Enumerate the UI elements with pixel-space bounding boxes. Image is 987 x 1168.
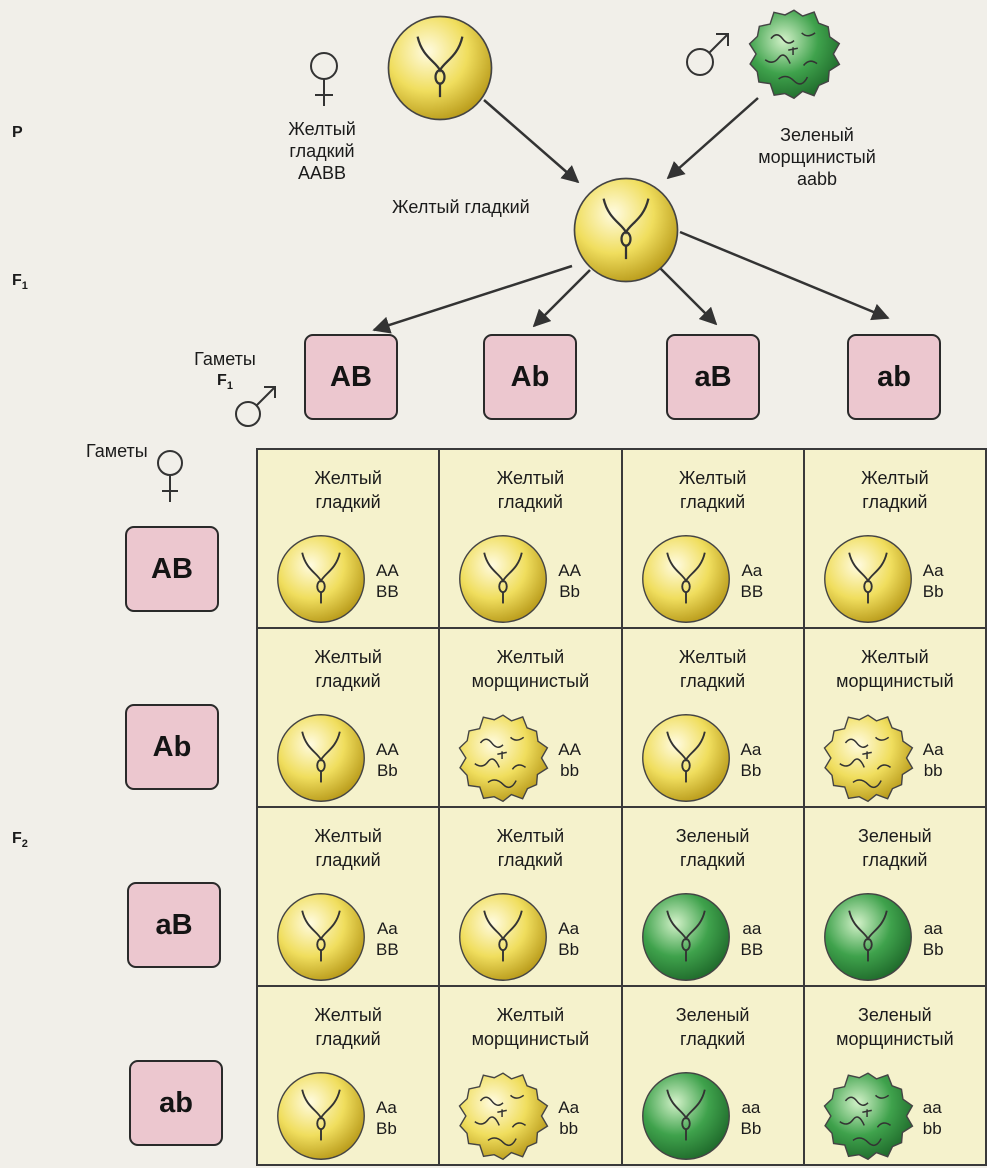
pea-seed-yellow-smooth <box>274 532 368 631</box>
cell-genotype: aa Bb <box>922 919 944 959</box>
pea-seed-green-smooth <box>639 1069 733 1168</box>
pea-seed-green-smooth <box>639 890 733 989</box>
male-gamete-aB: aB <box>666 334 760 420</box>
pea-seed-yellow-smooth <box>639 532 733 631</box>
cell-genotype: Aa bb <box>922 740 944 780</box>
pea-seed-yellow-smooth <box>274 890 368 989</box>
female-gamete-ab: ab <box>129 1060 223 1146</box>
arrow-f1-to-gamete-AB <box>372 264 573 334</box>
punnett-cell: Желтый гладкий Aa BB <box>258 808 441 989</box>
arrow-f1-to-gamete-aB <box>659 267 718 326</box>
cell-genotype: Aa Bb <box>376 1098 397 1138</box>
cell-genotype: AA Bb <box>376 740 399 780</box>
female-gamete-AB: AB <box>125 526 219 612</box>
cell-phenotype: Желтый гладкий <box>496 826 565 870</box>
arrow-male-to-f1 <box>666 97 759 180</box>
pea-seed-yellow-wrinkled <box>456 1069 550 1168</box>
cell-phenotype: Зеленый гладкий <box>858 826 932 870</box>
punnett-cell: Желтый гладкий Aa Bb <box>622 629 805 810</box>
cell-phenotype: Зеленый морщинистый <box>836 1005 954 1049</box>
cell-genotype: Aa bb <box>558 1098 580 1138</box>
generation-f2-label: F2 <box>12 830 28 851</box>
cell-genotype: AA BB <box>376 561 399 601</box>
pea-seed-green-wrinkled <box>821 1069 915 1168</box>
pea-seed-green-smooth <box>821 890 915 989</box>
pea-seed-yellow-smooth <box>274 711 368 810</box>
cell-phenotype: Желтый гладкий <box>314 826 382 870</box>
pea-seed-yellow-wrinkled <box>456 711 550 810</box>
cell-phenotype: Желтый морщинистый <box>836 647 954 691</box>
male-gamete-AB: AB <box>304 334 398 420</box>
cell-phenotype: Желтый гладкий <box>496 468 565 512</box>
female-gametes-label: Гаметы <box>86 441 148 461</box>
female-gamete-Ab: Ab <box>125 704 219 790</box>
female-gamete-symbol-icon <box>157 450 183 502</box>
cell-genotype: aa BB <box>740 919 764 959</box>
generation-p-label: P <box>12 124 23 141</box>
punnett-cell: Желтый гладкий AA BB <box>258 450 441 631</box>
cell-genotype: Aa Bb <box>740 740 762 780</box>
pea-seed-yellow-smooth <box>821 532 915 631</box>
generation-f1-label: F1 <box>12 272 28 293</box>
male-parent-seed <box>746 6 842 107</box>
male-gametes-label: Гаметы F1 <box>194 349 256 393</box>
punnett-cell: Зеленый гладкий aa Bb <box>804 808 987 989</box>
cell-genotype: Aa BB <box>740 561 764 601</box>
female-symbol-icon <box>310 52 338 106</box>
cell-phenotype: Желтый гладкий <box>314 468 382 512</box>
cell-phenotype: Желтый морщинистый <box>471 647 590 691</box>
f1-phenotype-label: Желтый гладкий <box>392 197 530 217</box>
arrow-female-to-f1 <box>483 99 580 184</box>
punnett-cell: Зеленый гладкий aa BB <box>622 808 805 989</box>
cell-genotype: Aa Bb <box>558 919 580 959</box>
pea-seed-yellow-smooth <box>639 711 733 810</box>
male-gamete-ab: ab <box>847 334 941 420</box>
punnett-cell: Желтый гладкий Aa Bb <box>804 450 987 631</box>
cell-phenotype: Желтый гладкий <box>314 647 382 691</box>
punnett-cell: Желтый гладкий Aa Bb <box>258 987 441 1168</box>
cell-phenotype: Желтый гладкий <box>861 468 929 512</box>
pea-seed-yellow-smooth <box>274 1069 368 1168</box>
arrow-f1-to-gamete-ab <box>679 230 890 321</box>
cell-genotype: Aa Bb <box>922 561 944 601</box>
male-gamete-symbol-icon <box>235 386 276 427</box>
punnett-cell: Желтый гладкий Aa Bb <box>440 808 623 989</box>
pea-seed-yellow-smooth <box>456 890 550 989</box>
male-parent-label: Зеленый морщинистый aabb <box>758 125 876 189</box>
cell-phenotype: Желтый гладкий <box>678 647 747 691</box>
f1-seed <box>570 174 682 291</box>
cell-phenotype: Зеленый гладкий <box>675 826 750 870</box>
cell-genotype: aa bb <box>922 1098 942 1138</box>
punnett-cell: Желтый гладкий AA Bb <box>258 629 441 810</box>
cell-phenotype: Желтый гладкий <box>314 1005 382 1049</box>
pea-seed-yellow-smooth <box>456 532 550 631</box>
punnett-cell: Желтый гладкий AA Bb <box>440 450 623 631</box>
punnett-cell: Зеленый морщинистый aa bb <box>804 987 987 1168</box>
cell-phenotype: Желтый морщинистый <box>471 1005 590 1049</box>
male-symbol-icon <box>686 33 729 76</box>
punnett-cell: Желтый морщинистый Aa bb <box>440 987 623 1168</box>
punnett-cell: Желтый морщинистый Aa bb <box>804 629 987 810</box>
punnett-cell: Желтый морщинистый AA bb <box>440 629 623 810</box>
punnett-cell: Зеленый гладкий aa Bb <box>622 987 805 1168</box>
cell-genotype: Aa BB <box>376 919 399 959</box>
punnett-cell: Желтый гладкий Aa BB <box>622 450 805 631</box>
cell-genotype: aa Bb <box>740 1098 762 1138</box>
cell-phenotype: Желтый гладкий <box>678 468 747 512</box>
cell-genotype: AA bb <box>558 740 581 780</box>
male-gamete-Ab: Ab <box>483 334 577 420</box>
female-parent-label: Желтый гладкий AABB <box>288 119 356 183</box>
cell-phenotype: Зеленый гладкий <box>675 1005 750 1049</box>
pea-seed-yellow-wrinkled <box>821 711 915 810</box>
cell-genotype: AA Bb <box>558 561 581 601</box>
female-gamete-aB: aB <box>127 882 221 968</box>
arrow-f1-to-gamete-Ab <box>532 269 591 328</box>
female-parent-seed <box>384 12 496 129</box>
